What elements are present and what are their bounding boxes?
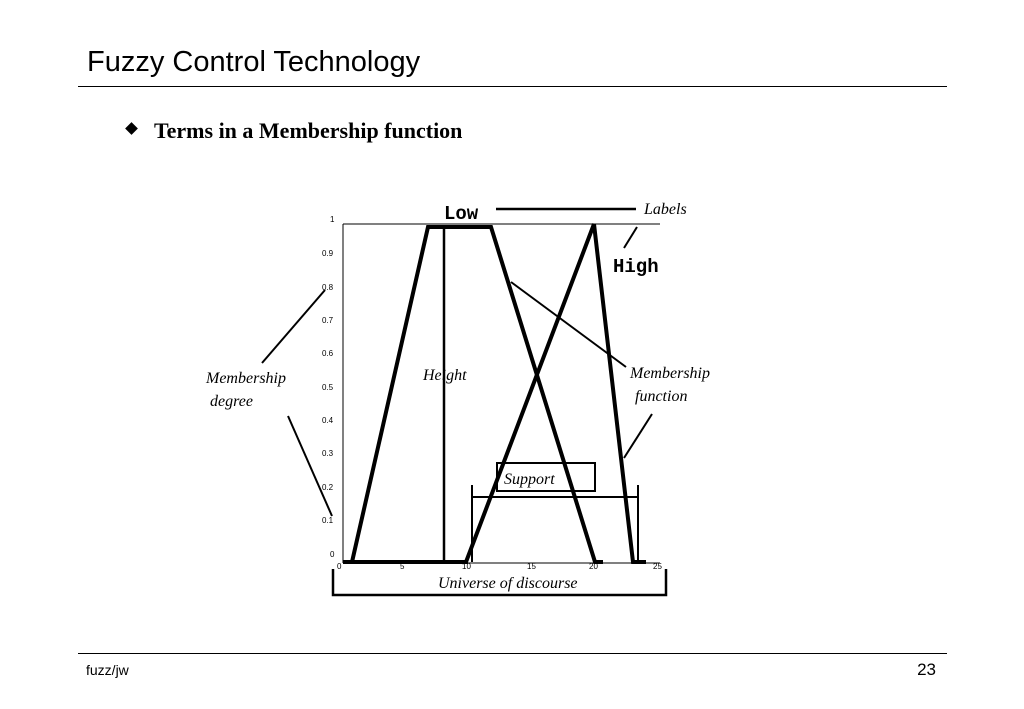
page-number: 23	[917, 660, 936, 679]
y-tick-label: 0.9	[322, 249, 334, 258]
x-tick-label: 20	[589, 562, 598, 571]
membership-function-annotation: Membership	[629, 365, 710, 382]
labels-annotation: Labels	[643, 201, 687, 218]
slide-title: Fuzzy Control Technology	[87, 46, 421, 78]
y-tick-label: 0.8	[322, 283, 334, 292]
membership-function-annotation: function	[635, 388, 687, 405]
x-tick-labels: 0 5 10 15 20 25	[337, 562, 662, 571]
x-tick-label: 5	[400, 562, 405, 571]
y-tick-label: 0	[330, 550, 335, 559]
labels-leader-line	[623, 226, 638, 249]
x-tick-label: 0	[337, 562, 342, 571]
footer-divider	[78, 653, 947, 654]
membership-degree-annotation: Membership	[205, 370, 286, 387]
y-tick-label: 0.7	[322, 316, 334, 325]
y-tick-label: 0.6	[322, 349, 334, 358]
membership-function-leader	[510, 281, 627, 368]
low-membership-curve	[350, 225, 603, 564]
x-tick-label: 15	[527, 562, 536, 571]
membership-degree-annotation: degree	[210, 393, 253, 410]
y-tick-labels: 1 0.9 0.8 0.7 0.6 0.5 0.4 0.3 0.2 0.1 0	[322, 215, 335, 559]
bullet-text: Terms in a Membership function	[154, 118, 463, 143]
support-annotation: Support	[504, 471, 555, 488]
low-term-label: Low	[444, 203, 479, 225]
membership-degree-leader	[287, 415, 333, 517]
y-tick-label: 0.1	[322, 516, 334, 525]
x-tick-label: 25	[653, 562, 662, 571]
y-tick-label: 1	[330, 215, 335, 224]
footer-author: fuzz/jw	[86, 662, 129, 678]
y-tick-label: 0.2	[322, 483, 334, 492]
universe-annotation: Universe of discourse	[438, 575, 578, 592]
y-tick-label: 0.5	[322, 383, 334, 392]
y-tick-label: 0.4	[322, 416, 334, 425]
height-annotation: Height	[422, 367, 467, 384]
membership-function-leader	[623, 413, 653, 459]
high-term-label: High	[613, 256, 659, 278]
membership-degree-leader	[261, 289, 326, 364]
support-annotation-box	[496, 462, 596, 492]
title-divider	[78, 86, 947, 87]
x-tick-label: 10	[462, 562, 471, 571]
universe-bracket	[331, 569, 668, 597]
y-tick-label: 0.3	[322, 449, 334, 458]
